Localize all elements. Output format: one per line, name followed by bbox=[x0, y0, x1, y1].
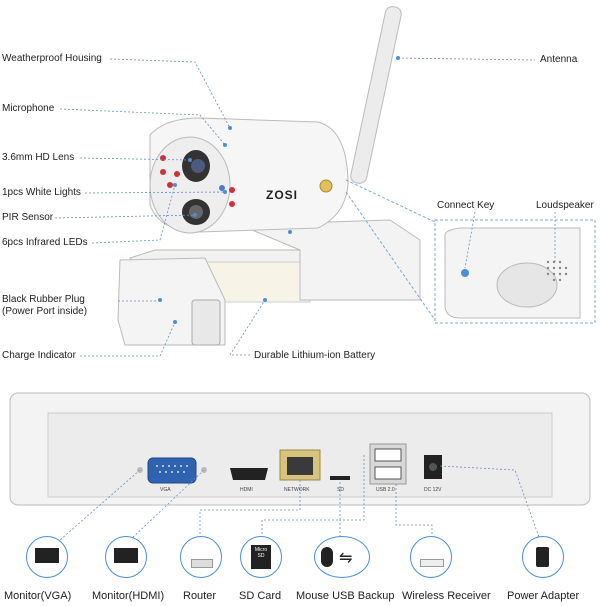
rubber-plug bbox=[191, 299, 221, 346]
vga-port bbox=[147, 457, 197, 484]
power-adapter-icon bbox=[536, 547, 549, 567]
wireless-receiver-icon bbox=[420, 559, 444, 567]
port-label-hdmi: HDMI bbox=[240, 487, 253, 493]
label-connect-key: Connect Key bbox=[437, 200, 495, 211]
device-circle-hdmi bbox=[105, 536, 147, 578]
label-white-lights: 1pcs White Lights bbox=[2, 187, 81, 198]
sd-card-icon: Micro SD bbox=[251, 545, 271, 569]
device-label-sd: SD Card bbox=[239, 590, 282, 602]
mount-base bbox=[239, 219, 421, 301]
label-infrared-leds: 6pcs Infrared LEDs bbox=[2, 237, 88, 248]
router-icon bbox=[191, 559, 213, 568]
label-lens: 3.6mm HD Lens bbox=[2, 152, 75, 163]
label-pir-sensor: PIR Sensor bbox=[2, 212, 54, 223]
device-circle-receiver bbox=[410, 536, 452, 578]
device-circle-power bbox=[522, 536, 564, 578]
port-label-sd: SD bbox=[337, 487, 344, 493]
label-loudspeaker: Loudspeaker bbox=[536, 200, 594, 211]
device-circle-router bbox=[180, 536, 222, 578]
port-label-dc: DC 12V bbox=[424, 487, 442, 493]
device-label-power: Power Adapter bbox=[507, 590, 580, 602]
label-battery: Durable Lithium-ion Battery bbox=[254, 350, 376, 361]
label-rubber-plug: Black Rubber Plug (Power Port inside) bbox=[2, 294, 88, 317]
port-label-network: NETWORK bbox=[284, 487, 310, 493]
label-antenna: Antenna bbox=[540, 54, 578, 65]
sd-slot bbox=[330, 476, 350, 480]
device-label-router: Router bbox=[183, 590, 217, 602]
device-label-vga: Monitor(VGA) bbox=[4, 590, 72, 602]
mouse-icon bbox=[321, 547, 333, 567]
usb-icon: ⇋ bbox=[339, 550, 353, 567]
hdmi-port bbox=[230, 468, 268, 480]
label-charge-indicator: Charge Indicator bbox=[2, 350, 76, 361]
label-microphone: Microphone bbox=[2, 103, 55, 114]
device-label-receiver: Wireless Receiver bbox=[402, 590, 491, 602]
monitor-icon bbox=[35, 548, 59, 563]
device-circle-sd: Micro SD bbox=[240, 536, 282, 578]
device-circle-vga bbox=[26, 536, 68, 578]
device-label-hdmi: Monitor(HDMI) bbox=[92, 590, 165, 602]
device-circle-mouse: ⇋ bbox=[314, 536, 370, 578]
antenna-shape bbox=[350, 6, 402, 184]
monitor-icon bbox=[114, 548, 138, 563]
brand-logo: ZOSI bbox=[266, 188, 299, 202]
face-plate bbox=[149, 136, 231, 234]
port-label-usb: USB 2.0 bbox=[376, 487, 395, 493]
connect-key-dot bbox=[461, 269, 469, 277]
device-label-mouse: Mouse USB Backup bbox=[296, 590, 395, 602]
label-weatherproof-housing: Weatherproof Housing bbox=[2, 53, 102, 64]
port-label-vga: VGA bbox=[160, 487, 171, 493]
